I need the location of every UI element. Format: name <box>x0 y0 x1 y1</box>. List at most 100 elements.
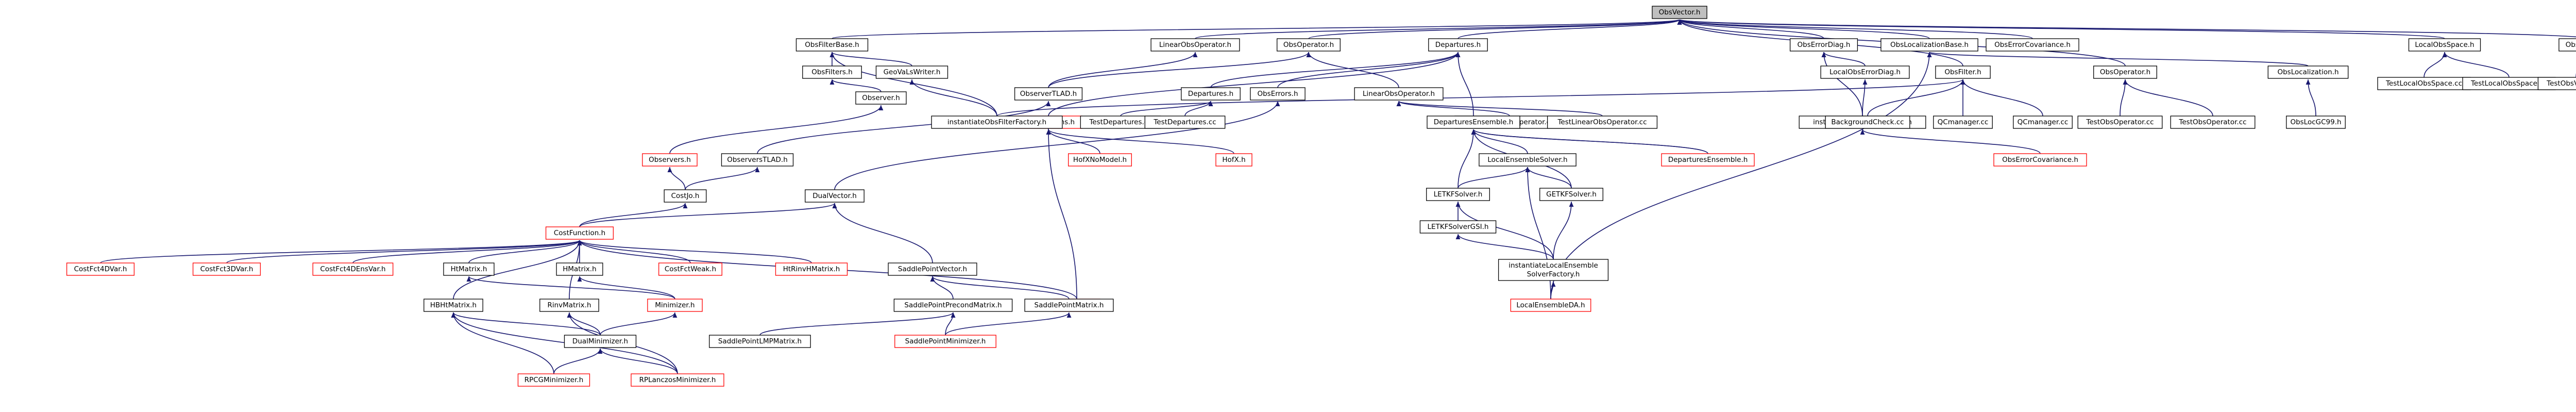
node-background-check[interactable]: BackgroundCheck.cc <box>1825 116 1910 129</box>
node-box[interactable] <box>1181 87 1241 101</box>
node-box[interactable] <box>1014 87 1083 101</box>
node-box[interactable] <box>664 189 707 203</box>
node-test-obs-operator[interactable]: TestObsOperator.cc <box>2077 116 2163 129</box>
node-test-departures-cc2[interactable]: TestDepartures.cc <box>1144 116 1226 129</box>
node-qcmanager[interactable]: QCmanager.cc <box>1933 116 1993 129</box>
node-obs-localization-base[interactable]: ObsLocalizationBase.h <box>1880 38 1978 52</box>
node-box[interactable] <box>875 65 948 79</box>
node-box[interactable] <box>2077 116 2163 129</box>
node-obs-error-covariance-top[interactable]: ObsErrorCovariance.h <box>1986 38 2079 52</box>
node-box[interactable] <box>1880 38 1978 52</box>
node-box[interactable] <box>721 153 794 167</box>
node-box[interactable] <box>631 373 724 387</box>
node-box[interactable] <box>1789 38 1858 52</box>
node-rplanczos-minimizer[interactable]: RPLanczosMinimizer.h <box>631 373 724 387</box>
node-box[interactable] <box>1068 153 1132 167</box>
node-box[interactable] <box>1820 65 1910 79</box>
node-dual-vector[interactable]: DualVector.h <box>805 189 865 203</box>
node-cost-function[interactable]: CostFunction.h <box>545 226 614 240</box>
node-obs-error-diag[interactable]: ObsErrorDiag.h <box>1789 38 1858 52</box>
node-observer[interactable]: Observer.h <box>855 91 907 105</box>
node-local-ensemble-solver[interactable]: LocalEnsembleSolver.h <box>1479 153 1577 167</box>
node-box[interactable] <box>545 226 614 240</box>
node-saddle-point-minimizer[interactable]: SaddlePointMinimizer.h <box>894 335 996 348</box>
node-box[interactable] <box>931 116 1063 129</box>
node-box[interactable] <box>2377 77 2471 90</box>
node-box[interactable] <box>1144 116 1226 129</box>
node-obs-filters[interactable]: ObsFilters.h <box>802 65 862 79</box>
node-linear-obs-operator-top[interactable]: LinearObsOperator.h <box>1150 38 1240 52</box>
node-box[interactable] <box>192 262 261 276</box>
node-box[interactable] <box>1354 87 1444 101</box>
node-dual-minimizer[interactable]: DualMinimizer.h <box>564 335 637 348</box>
node-saddle-point-matrix[interactable]: SaddlePointMatrix.h <box>1024 299 1114 312</box>
node-cost-fct-weak[interactable]: CostFctWeak.h <box>658 262 722 276</box>
node-box[interactable] <box>2013 116 2073 129</box>
node-hof-xno-model[interactable]: HofXNoModel.h <box>1068 153 1132 167</box>
node-box[interactable] <box>1547 116 1658 129</box>
node-local-ensemble-da[interactable]: LocalEnsembleDA.h <box>1510 299 1591 312</box>
node-rinv-matrix[interactable]: RinvMatrix.h <box>539 299 599 312</box>
node-instantiate-obs-filter-factory[interactable]: instantiateObsFilterFactory.h <box>931 116 1063 129</box>
node-cost-fct4dvar[interactable]: CostFct4DVar.h <box>66 262 135 276</box>
node-box[interactable] <box>443 262 495 276</box>
node-box[interactable] <box>855 91 907 105</box>
node-box[interactable] <box>1150 38 1240 52</box>
node-box[interactable] <box>642 153 698 167</box>
node-box[interactable] <box>893 299 1013 312</box>
node-rpcgminimizer[interactable]: RPCGMinimizer.h <box>517 373 590 387</box>
node-saddle-point-precond-matrix[interactable]: SaddlePointPrecondMatrix.h <box>893 299 1013 312</box>
node-box[interactable] <box>312 262 394 276</box>
node-getkfsolver[interactable]: GETKFSolver.h <box>1539 188 1603 201</box>
node-box[interactable] <box>1652 6 1707 19</box>
node-box[interactable] <box>795 38 869 52</box>
node-obs-vector[interactable]: ObsVector.h <box>1652 6 1707 19</box>
node-box[interactable] <box>1419 220 1497 234</box>
node-box[interactable] <box>2093 65 2157 79</box>
node-obs-vector-leaf[interactable]: ObsVector.h <box>2558 38 2576 52</box>
node-obs-operator2[interactable]: ObsOperator.h <box>2093 65 2157 79</box>
node-box[interactable] <box>556 262 603 276</box>
node-observers-tlad[interactable]: ObserversTLAD.h <box>721 153 794 167</box>
node-box[interactable] <box>658 262 722 276</box>
node-test-obs-operator2[interactable]: TestObsOperator.cc <box>2170 116 2256 129</box>
node-test-local-obs-space[interactable]: TestLocalObsSpace.cc <box>2377 77 2471 90</box>
node-box[interactable] <box>2537 77 2576 90</box>
node-box[interactable] <box>1215 153 1252 167</box>
node-saddle-point-lmpmatrix[interactable]: SaddlePointLMPMatrix.h <box>709 335 811 348</box>
node-obs-filter-base[interactable]: ObsFilterBase.h <box>795 38 869 52</box>
node-box[interactable] <box>888 262 977 276</box>
node-departures-h[interactable]: Departures.h <box>1181 87 1241 101</box>
node-box[interactable] <box>564 335 637 348</box>
node-ht-matrix[interactable]: HtMatrix.h <box>443 262 495 276</box>
node-box[interactable] <box>1539 188 1603 201</box>
node-obs-errors[interactable]: ObsErrors.h <box>1250 87 1306 101</box>
node-box[interactable] <box>1428 38 1488 52</box>
node-local-obs-error-diag[interactable]: LocalObsErrorDiag.h <box>1820 65 1910 79</box>
node-box[interactable] <box>1986 38 2079 52</box>
node-box[interactable] <box>1935 65 1991 79</box>
node-hbht-matrix[interactable]: HBHtMatrix.h <box>423 299 483 312</box>
node-obs-filter[interactable]: ObsFilter.h <box>1935 65 1991 79</box>
node-box[interactable] <box>517 373 590 387</box>
node-obs-loc-gc99[interactable]: ObsLocGC99.h <box>2286 116 2346 129</box>
node-box[interactable] <box>1024 299 1114 312</box>
node-letkfsolver-gsi[interactable]: LETKFSolverGSI.h <box>1419 220 1497 234</box>
node-box[interactable] <box>775 262 848 276</box>
node-box[interactable] <box>647 299 703 312</box>
node-obs-operator[interactable]: ObsOperator.h <box>1277 38 1341 52</box>
node-box[interactable] <box>1825 116 1910 129</box>
node-hof-x[interactable]: HofX.h <box>1215 153 1252 167</box>
node-test-obs-vector[interactable]: TestObsVector.cc <box>2537 77 2576 90</box>
node-departures[interactable]: Departures.h <box>1428 38 1488 52</box>
node-letkfsolver[interactable]: LETKFSolver.h <box>1426 188 1490 201</box>
node-box[interactable] <box>2558 38 2576 52</box>
node-minimizer[interactable]: Minimizer.h <box>647 299 703 312</box>
node-box[interactable] <box>1479 153 1577 167</box>
node-observer-tlad[interactable]: ObserverTLAD.h <box>1014 87 1083 101</box>
node-box[interactable] <box>709 335 811 348</box>
node-qcmanager2[interactable]: QCmanager.cc <box>2013 116 2073 129</box>
node-box[interactable] <box>1933 116 1993 129</box>
node-geo-va-ls-writer[interactable]: GeoVaLsWriter.h <box>875 65 948 79</box>
